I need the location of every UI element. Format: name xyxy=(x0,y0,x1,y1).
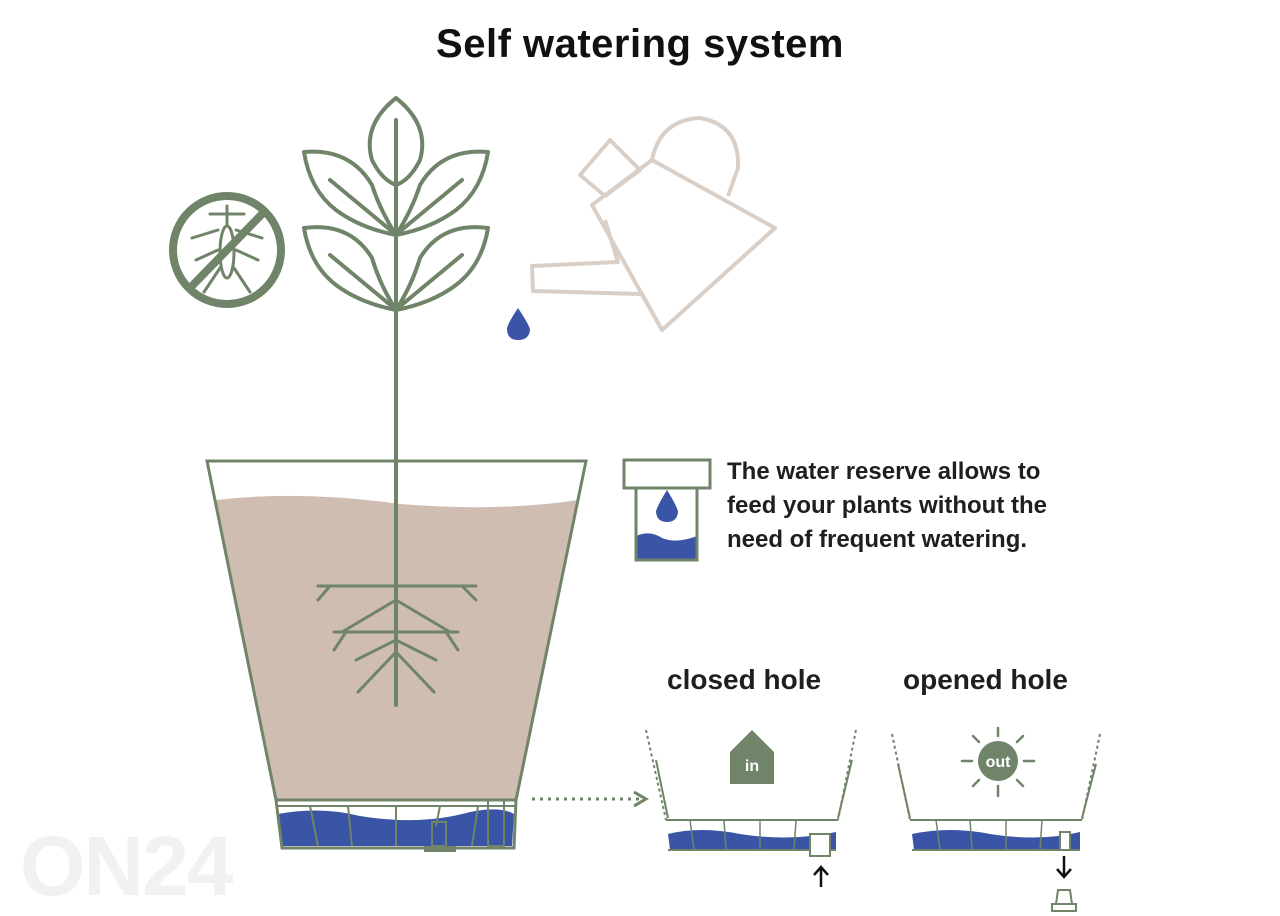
page-title: Self watering system xyxy=(436,22,844,66)
opened-hole-pot xyxy=(891,733,1101,912)
opened-hole-label: opened hole xyxy=(903,664,1068,695)
plant-roots xyxy=(316,584,478,694)
description-line: need of frequent watering. xyxy=(727,526,1028,553)
out-label: out xyxy=(986,754,1012,771)
dotted-arrow-icon xyxy=(532,790,649,808)
plant-icon xyxy=(302,96,490,707)
house-icon: in xyxy=(730,730,774,784)
closed-hole-label: closed hole xyxy=(667,664,822,695)
in-label: in xyxy=(745,758,759,775)
description-line: The water reserve allows to xyxy=(727,458,1041,485)
arrow-up-icon xyxy=(813,865,829,887)
no-mosquito-icon xyxy=(169,192,285,308)
watermark: ON24 xyxy=(20,819,233,913)
description-line: feed your plants without the xyxy=(727,492,1048,519)
closed-hole-pot xyxy=(645,729,857,857)
water-reserve-pot-icon xyxy=(622,458,712,562)
water-drop-icon xyxy=(506,308,530,340)
sun-icon: out xyxy=(960,726,1036,798)
arrow-down-icon xyxy=(1056,856,1072,879)
water-reserve-description: The water reserve allows to feed your pl… xyxy=(727,455,1127,557)
watering-can-icon xyxy=(530,116,777,332)
